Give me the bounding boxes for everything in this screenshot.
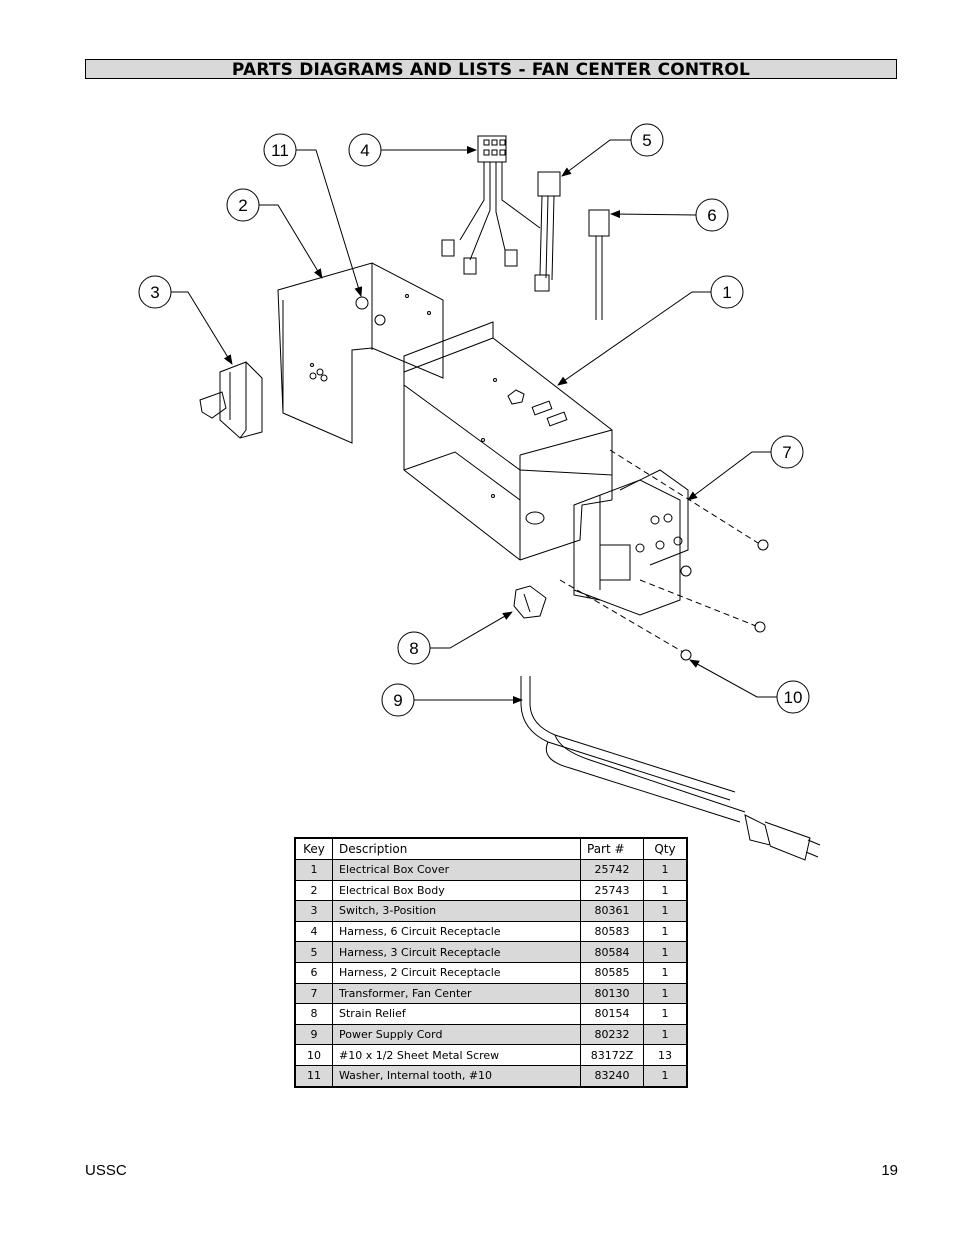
callout-leaders [138,123,810,717]
cell-description: Strain Relief [332,1003,581,1025]
footer-company: USSC [85,1162,127,1179]
cell-part: 80361 [580,900,644,922]
callout-9: 9 [393,691,402,710]
cell-qty: 1 [643,879,688,902]
table-header-row: Key Description Part # Qty [294,837,688,860]
cell-key: 4 [294,920,333,943]
electrical-box-body-drawing [277,262,444,444]
cell-key: 11 [294,1064,333,1088]
callout-4: 4 [360,141,369,160]
cell-key: 9 [294,1023,333,1046]
cell-part: 83172Z [580,1044,644,1066]
cell-qty: 1 [643,1023,688,1046]
cell-qty: 1 [643,920,688,943]
cell-key: 3 [294,900,333,922]
harness-6-drawing [441,135,541,275]
section-title-bar: PARTS DIAGRAMS AND LISTS - FAN CENTER CO… [85,59,897,79]
cell-qty: 1 [643,1064,688,1088]
cell-key: 7 [294,982,333,1005]
cell-description: Harness, 6 Circuit Receptacle [332,920,581,943]
cell-part: 80130 [580,982,644,1005]
cell-part: 80583 [580,920,644,943]
section-title: PARTS DIAGRAMS AND LISTS - FAN CENTER CO… [231,60,751,80]
callout-6: 6 [707,206,716,225]
cell-key: 1 [294,859,333,881]
cell-description: Electrical Box Body [332,879,581,902]
cell-qty: 1 [643,941,688,963]
header-key: Key [294,837,333,860]
cell-part: 25742 [580,859,644,881]
electrical-box-cover-drawing [403,321,613,561]
callout-11: 11 [271,141,289,160]
cell-key: 5 [294,941,333,963]
cell-qty: 1 [643,900,688,922]
callout-7: 7 [782,443,791,462]
transformer-drawing [573,469,689,616]
cell-description: Electrical Box Cover [332,859,581,881]
callout-3: 3 [150,283,159,302]
washer-drawing [355,296,386,326]
cell-qty: 1 [643,859,688,881]
switch-drawing [199,361,263,439]
cell-description: Harness, 2 Circuit Receptacle [332,961,581,984]
cell-part: 83240 [580,1064,644,1088]
header-qty: Qty [643,837,688,860]
cell-description: Power Supply Cord [332,1023,581,1046]
cell-description: #10 x 1/2 Sheet Metal Screw [332,1044,581,1066]
page-number: 19 [881,1162,898,1179]
callout-2: 2 [238,196,247,215]
cell-key: 2 [294,879,333,902]
cell-key: 8 [294,1003,333,1025]
cell-description: Transformer, Fan Center [332,982,581,1005]
cell-description: Harness, 3 Circuit Receptacle [332,941,581,963]
cell-qty: 1 [643,982,688,1005]
cell-part: 80585 [580,961,644,984]
cell-part: 80584 [580,941,644,963]
callout-1: 1 [722,283,731,302]
header-part: Part # [580,837,644,860]
callout-8: 8 [409,639,418,658]
cell-description: Washer, Internal tooth, #10 [332,1064,581,1088]
cell-key: 10 [294,1044,333,1066]
strain-relief-drawing [513,585,547,619]
cell-qty: 13 [643,1044,688,1066]
cell-part: 80232 [580,1023,644,1046]
cell-part: 25743 [580,879,644,902]
harness-2-drawing [588,209,610,320]
cell-description: Switch, 3-Position [332,900,581,922]
cell-qty: 1 [643,961,688,984]
harness-3-drawing [534,171,561,292]
cell-qty: 1 [643,1003,688,1025]
cell-key: 6 [294,961,333,984]
power-cord-drawing [520,676,821,861]
callout-5: 5 [642,131,651,150]
header-description: Description [332,837,581,860]
cell-part: 80154 [580,1003,644,1025]
screw-drawings [680,539,769,661]
callout-10: 10 [784,688,803,707]
